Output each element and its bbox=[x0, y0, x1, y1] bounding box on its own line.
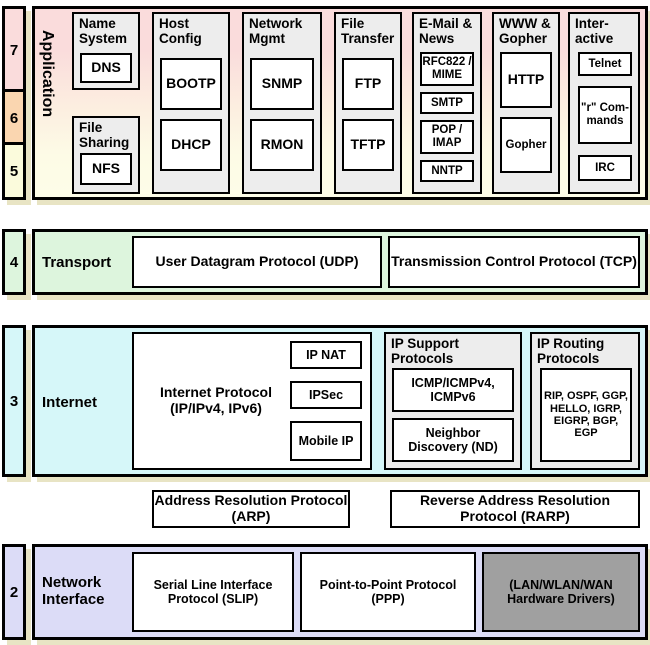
network-interface-layer-label: Network Interface bbox=[42, 574, 128, 609]
transport-layer-label: Transport bbox=[42, 254, 112, 271]
protocol-dns[interactable]: DNS bbox=[80, 53, 132, 83]
protocol-rmon[interactable]: RMON bbox=[250, 119, 314, 171]
ip-label: Internet Protocol (IP/IPv4, IPv6) bbox=[159, 384, 272, 416]
internet-layer-label: Internet bbox=[42, 394, 98, 411]
osi-number-label: 4 bbox=[9, 253, 19, 271]
osi-layer-number-7: 7 bbox=[2, 6, 26, 94]
osi-layer-number-2: 2 bbox=[2, 544, 26, 640]
protocol-ppp[interactable]: Point-to-Point Protocol (PPP) bbox=[300, 552, 476, 632]
group-title: Name System bbox=[79, 16, 128, 46]
protocol-neighbor-discovery[interactable]: Neighbor Discovery (ND) bbox=[392, 418, 514, 462]
protocol-icmp[interactable]: ICMP/ICMPv4, ICMPv6 bbox=[392, 368, 514, 412]
protocol-routing-list[interactable]: RIP, OSPF, GGP, HELLO, IGRP, EIGRP, BGP,… bbox=[540, 368, 632, 462]
group-title: Host Config bbox=[159, 16, 202, 46]
protocol-irc[interactable]: IRC bbox=[578, 155, 632, 181]
protocol-dhcp[interactable]: DHCP bbox=[160, 119, 222, 171]
protocol-tftp[interactable]: TFTP bbox=[342, 119, 394, 171]
protocol-rarp[interactable]: Reverse Address Resolution Protocol (RAR… bbox=[390, 490, 640, 528]
protocol-gopher[interactable]: Gopher bbox=[500, 117, 552, 173]
protocol-http[interactable]: HTTP bbox=[500, 52, 552, 108]
group-title: IP Routing Protocols bbox=[537, 336, 605, 366]
osi-layer-number-3: 3 bbox=[2, 325, 26, 477]
protocol-nfs[interactable]: NFS bbox=[80, 153, 132, 185]
osi-number-label: 2 bbox=[9, 583, 19, 601]
osi-layer-number-6: 6 bbox=[2, 89, 26, 147]
protocol-telnet[interactable]: Telnet bbox=[578, 52, 632, 76]
group-title: File Sharing bbox=[79, 120, 130, 150]
osi-number-label: 3 bbox=[9, 392, 19, 410]
protocol-ipsec[interactable]: IPSec bbox=[290, 381, 362, 409]
group-title: E-Mail & News bbox=[419, 16, 473, 46]
group-title: Network Mgmt bbox=[249, 16, 303, 46]
protocol-ip-nat[interactable]: IP NAT bbox=[290, 341, 362, 369]
protocol-bootp[interactable]: BOOTP bbox=[160, 58, 222, 110]
protocol-r-commands[interactable]: "r" Com-mands bbox=[578, 86, 632, 144]
osi-number-label: 5 bbox=[9, 162, 19, 180]
protocol-mobile-ip[interactable]: Mobile IP bbox=[290, 421, 362, 461]
osi-layer-number-4: 4 bbox=[2, 229, 26, 295]
protocol-ftp[interactable]: FTP bbox=[342, 58, 394, 110]
protocol-snmp[interactable]: SNMP bbox=[250, 58, 314, 110]
protocol-tcp[interactable]: Transmission Control Protocol (TCP) bbox=[388, 236, 640, 288]
protocol-smtp[interactable]: SMTP bbox=[420, 92, 474, 114]
group-title: File Transfer bbox=[341, 16, 395, 46]
protocol-udp[interactable]: User Datagram Protocol (UDP) bbox=[132, 236, 382, 288]
protocol-nntp[interactable]: NNTP bbox=[420, 160, 474, 182]
network-interface-text: Network Interface bbox=[42, 574, 105, 609]
protocol-rfc822-mime[interactable]: RFC822 / MIME bbox=[420, 52, 474, 86]
osi-number-label: 7 bbox=[9, 41, 19, 59]
application-layer-label: Application bbox=[39, 30, 56, 118]
protocol-slip[interactable]: Serial Line Interface Protocol (SLIP) bbox=[132, 552, 294, 632]
group-title: IP Support Protocols bbox=[391, 336, 460, 366]
protocol-hardware-drivers[interactable]: (LAN/WLAN/WAN Hardware Drivers) bbox=[482, 552, 640, 632]
group-title: WWW & Gopher bbox=[499, 16, 551, 46]
group-title: Inter-active bbox=[575, 16, 614, 46]
protocol-pop-imap[interactable]: POP / IMAP bbox=[420, 120, 474, 154]
osi-layer-number-5: 5 bbox=[2, 142, 26, 200]
protocol-arp[interactable]: Address Resolution Protocol (ARP) bbox=[152, 490, 350, 528]
osi-number-label: 6 bbox=[9, 109, 19, 127]
